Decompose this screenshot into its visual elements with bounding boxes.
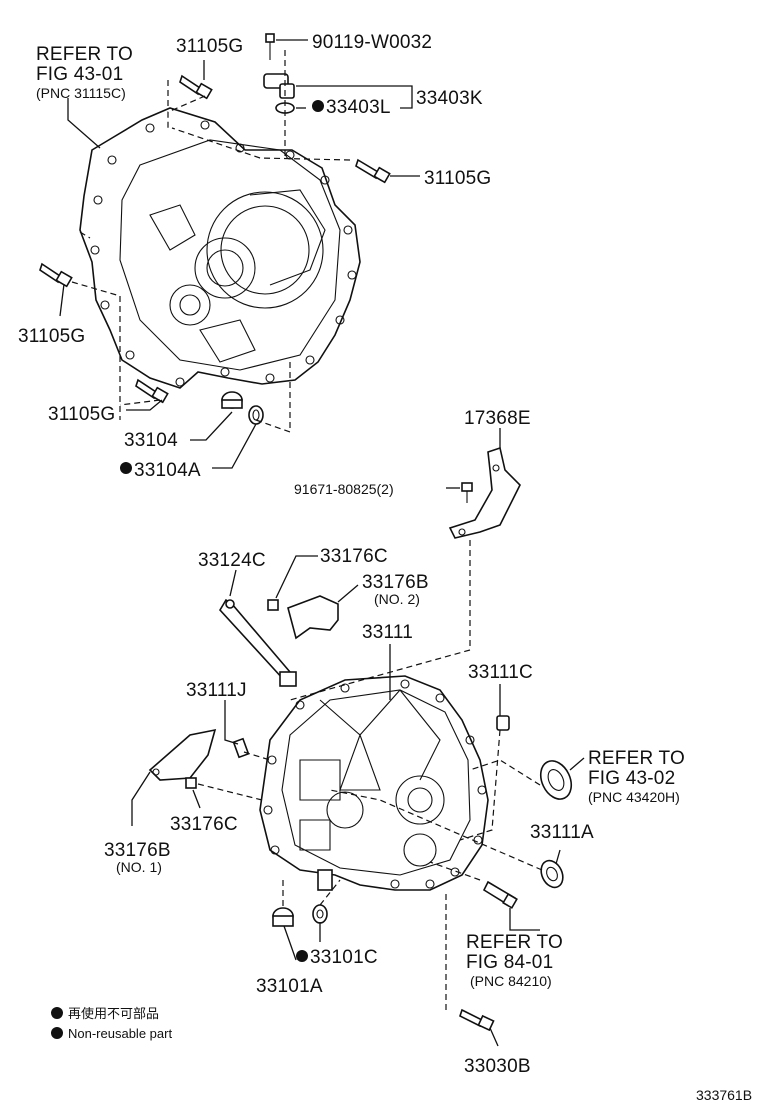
figure-id: 333761B [696, 1087, 752, 1103]
sensor-84210-drawing [482, 880, 518, 909]
cover-33176B-no2-drawing [287, 595, 339, 640]
part-label-17368E: 17368E [464, 408, 531, 429]
non-reusable-dot-33403L [312, 100, 324, 112]
bolt-31105G-top-drawing [179, 74, 213, 100]
part-label-33111J: 33111J [186, 680, 247, 701]
part-label-33111A: 33111A [530, 822, 594, 843]
bolt-31105G-right-drawing [355, 158, 391, 184]
part-label-33124C: 33124C [198, 550, 266, 571]
part-label-31105G-right: 31105G [424, 168, 491, 189]
legend-dot-jp [51, 1007, 63, 1019]
svg-text:REFER TO: REFER TO [36, 44, 133, 65]
part-label-31105G-left: 31105G [18, 326, 85, 347]
upper-dashed-lines [71, 50, 351, 433]
legend-text-en: Non-reusable part [68, 1026, 172, 1041]
plug-33101A-drawing [272, 907, 294, 927]
part-label-33030B: 33030B [464, 1056, 531, 1077]
part-label-33111C: 33111C [468, 662, 533, 683]
part-label-33176B-no2-sub: (NO. 2) [374, 591, 420, 607]
cover-33176B-no1-drawing [148, 728, 217, 781]
svg-text:(PNC 31115C): (PNC 31115C) [36, 85, 126, 101]
part-label-33176B-no1: 33176B [104, 840, 171, 861]
bolt-31105G-left-drawing [39, 262, 73, 288]
breather-tube-33124C-drawing [219, 598, 297, 687]
svg-text:REFER TO: REFER TO [466, 932, 563, 953]
part-label-33104: 33104 [124, 430, 178, 451]
bolt-33176C-bottom-drawing [185, 777, 197, 789]
bolt-33176C-top-drawing [267, 599, 279, 611]
part-label-91671-80825: 91671-80825(2) [294, 481, 394, 497]
part-label-33403K: 33403K [416, 88, 483, 109]
bolt-90119-drawing [265, 33, 275, 60]
leader-lines [59, 39, 585, 1047]
svg-text:REFER TO: REFER TO [588, 748, 685, 769]
part-label-33176B-no2: 33176B [362, 572, 429, 593]
refer-to-fig-43-01-label: REFER TO FIG 43-01 (PNC 31115C) [36, 44, 133, 101]
svg-text:FIG 43-02: FIG 43-02 [588, 768, 675, 789]
plug-33111C-drawing [496, 715, 510, 731]
part-label-33176C-bottom: 33176C [170, 814, 238, 835]
part-label-33176C-top: 33176C [320, 546, 388, 567]
svg-text:FIG 43-01: FIG 43-01 [36, 64, 123, 85]
part-label-33104A: 33104A [134, 460, 201, 481]
oil-seal-43420H-drawing [539, 760, 573, 800]
lower-housing-drawing [259, 675, 489, 891]
svg-text:(PNC 43420H): (PNC 43420H) [588, 789, 680, 805]
part-label-33403L: 33403L [326, 97, 391, 118]
part-label-33101A: 33101A [256, 976, 323, 997]
upper-housing-drawing [79, 107, 361, 389]
bolt-33030B-drawing [459, 1008, 495, 1032]
part-label-31105G-top: 31105G [176, 36, 243, 57]
bolt-31105G-bottom-drawing [135, 378, 169, 404]
refer-to-fig-43-02-label: REFER TO FIG 43-02 (PNC 43420H) [588, 748, 685, 805]
pin-33111J-drawing [232, 737, 250, 759]
plug-33104-drawing [221, 391, 243, 409]
svg-text:(PNC 84210): (PNC 84210) [470, 973, 552, 989]
non-reusable-dot-33101C [296, 950, 308, 962]
lower-dashed-lines [197, 540, 543, 1010]
legend-dot-en [51, 1027, 63, 1039]
gasket-33104A-drawing [248, 405, 264, 425]
part-label-90119-W0032: 90119-W0032 [312, 32, 432, 53]
legend-text-jp: 再使用不可部品 [68, 1006, 159, 1021]
refer-to-fig-84-01-label: REFER TO FIG 84-01 (PNC 84210) [466, 932, 563, 989]
speedometer-sensor-drawing [263, 73, 295, 99]
bolt-91671-drawing [461, 482, 473, 503]
part-label-33111: 33111 [362, 622, 413, 643]
non-reusable-dot-33104A [120, 462, 132, 474]
legend: 再使用不可部品 Non-reusable part [51, 1006, 172, 1041]
oil-seal-33111A-drawing [540, 859, 564, 889]
bracket-17368E-drawing [448, 446, 521, 539]
part-label-31105G-bottom: 31105G [48, 404, 115, 425]
svg-text:FIG 84-01: FIG 84-01 [466, 952, 553, 973]
gasket-33101C-drawing [312, 904, 328, 924]
part-label-33176B-no1-sub: (NO. 1) [116, 859, 162, 875]
part-label-33101C: 33101C [310, 947, 378, 968]
